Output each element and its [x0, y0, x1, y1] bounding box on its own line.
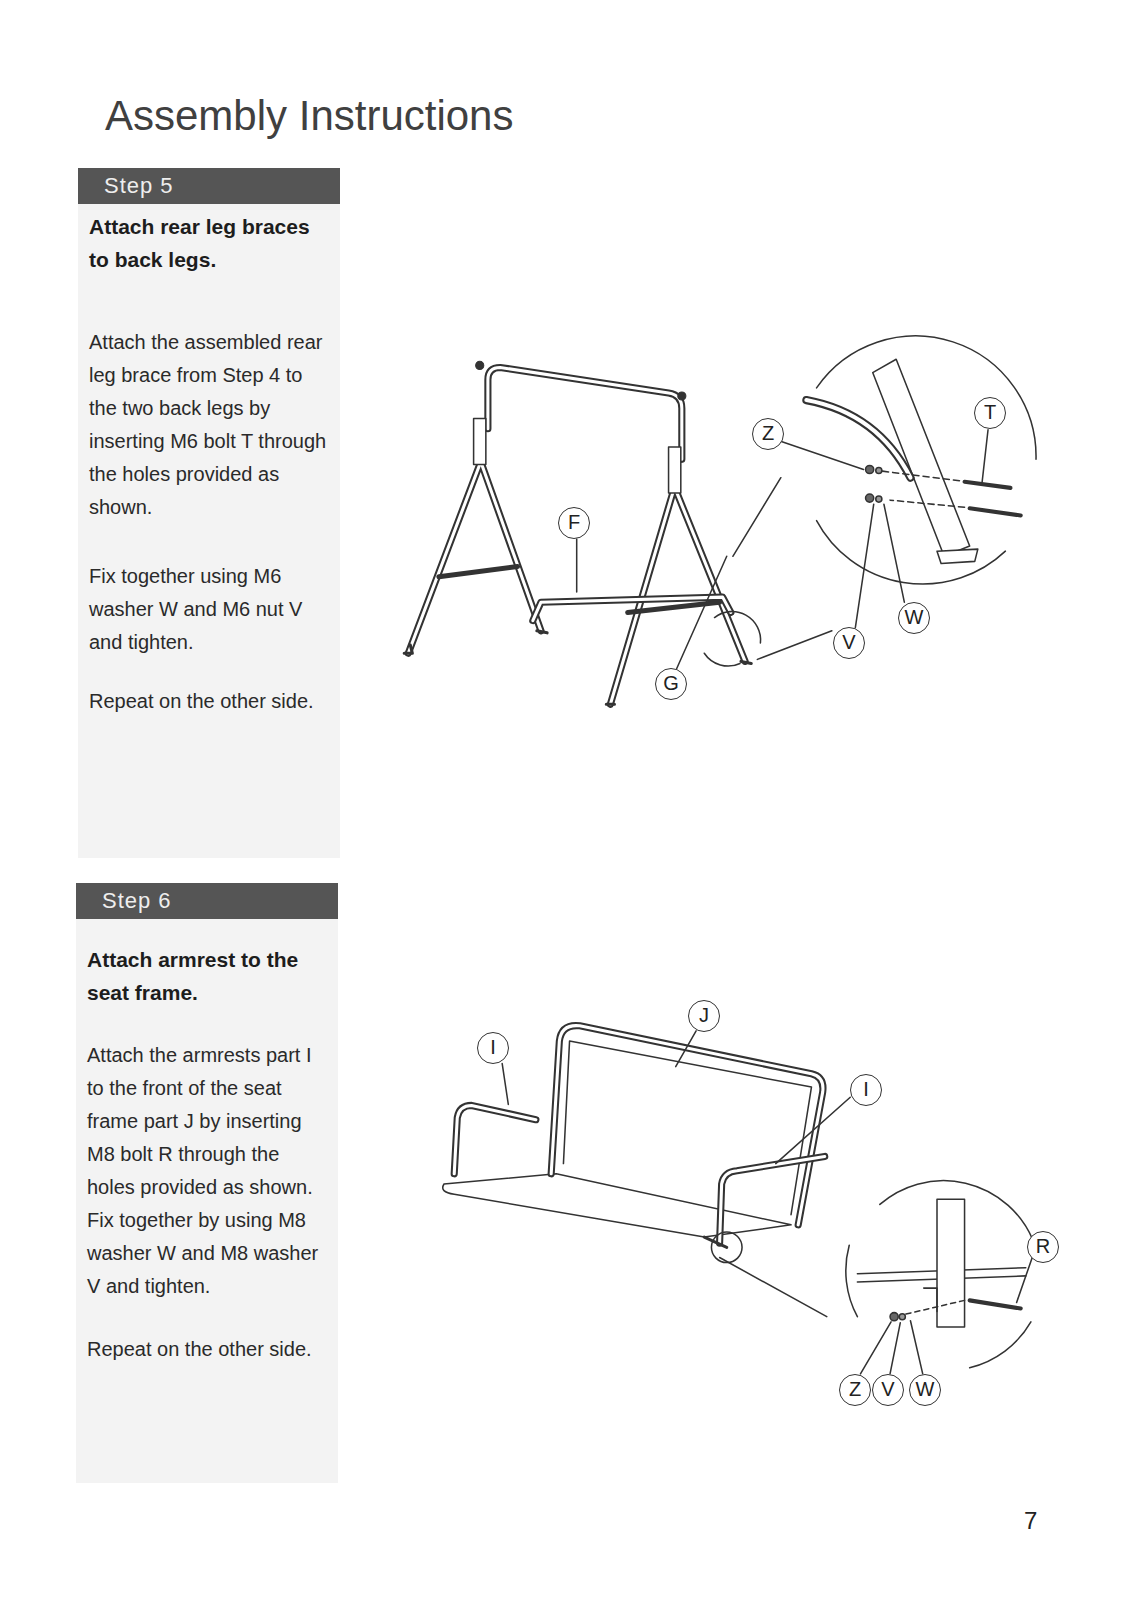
callout-letter: I: [477, 1032, 509, 1064]
callout-letter: Z: [839, 1374, 871, 1406]
step-number: Step 6: [102, 883, 338, 919]
instruction-text: Repeat on the other side.: [89, 685, 332, 718]
swing-seat: [443, 1026, 825, 1248]
callout-letter: R: [1027, 1231, 1059, 1263]
instruction-text: Fix together using M6 washer W and M6 nu…: [89, 560, 332, 659]
callout-letter: I: [850, 1074, 882, 1106]
page-title: Assembly Instructions: [105, 92, 513, 140]
callout-letter: Z: [752, 418, 784, 450]
callout-letter: V: [872, 1374, 904, 1406]
step-heading: Attach armrest to the seat frame.: [87, 943, 330, 1009]
instruction-text: Attach the assembled rear leg brace from…: [89, 326, 332, 524]
callout-letter: J: [688, 1000, 720, 1032]
callout-letter: V: [833, 627, 865, 659]
detail-zoom: [577, 336, 1036, 669]
page-number: 7: [1024, 1507, 1037, 1535]
step-band: Step 6: [76, 883, 338, 919]
instruction-text: Attach the armrests part I to the front …: [87, 1039, 330, 1303]
swing-frame: [404, 361, 751, 704]
step-panel: Attach armrest to the seat frame. Attach …: [76, 883, 338, 1483]
detail-zoom: [502, 1031, 1033, 1374]
callout-letter: G: [655, 668, 687, 700]
callout-letter: W: [909, 1374, 941, 1406]
step-band: Step 5: [78, 168, 340, 204]
step-heading: Attach rear leg braces to back legs.: [89, 210, 332, 276]
callout-letter: T: [974, 397, 1006, 429]
instruction-text: Repeat on the other side.: [87, 1333, 330, 1366]
step-number: Step 5: [104, 168, 340, 204]
callout-letter: F: [558, 507, 590, 539]
callout-letter: W: [898, 602, 930, 634]
step-panel: Attach rear leg braces to back legs. Atta…: [78, 168, 340, 858]
